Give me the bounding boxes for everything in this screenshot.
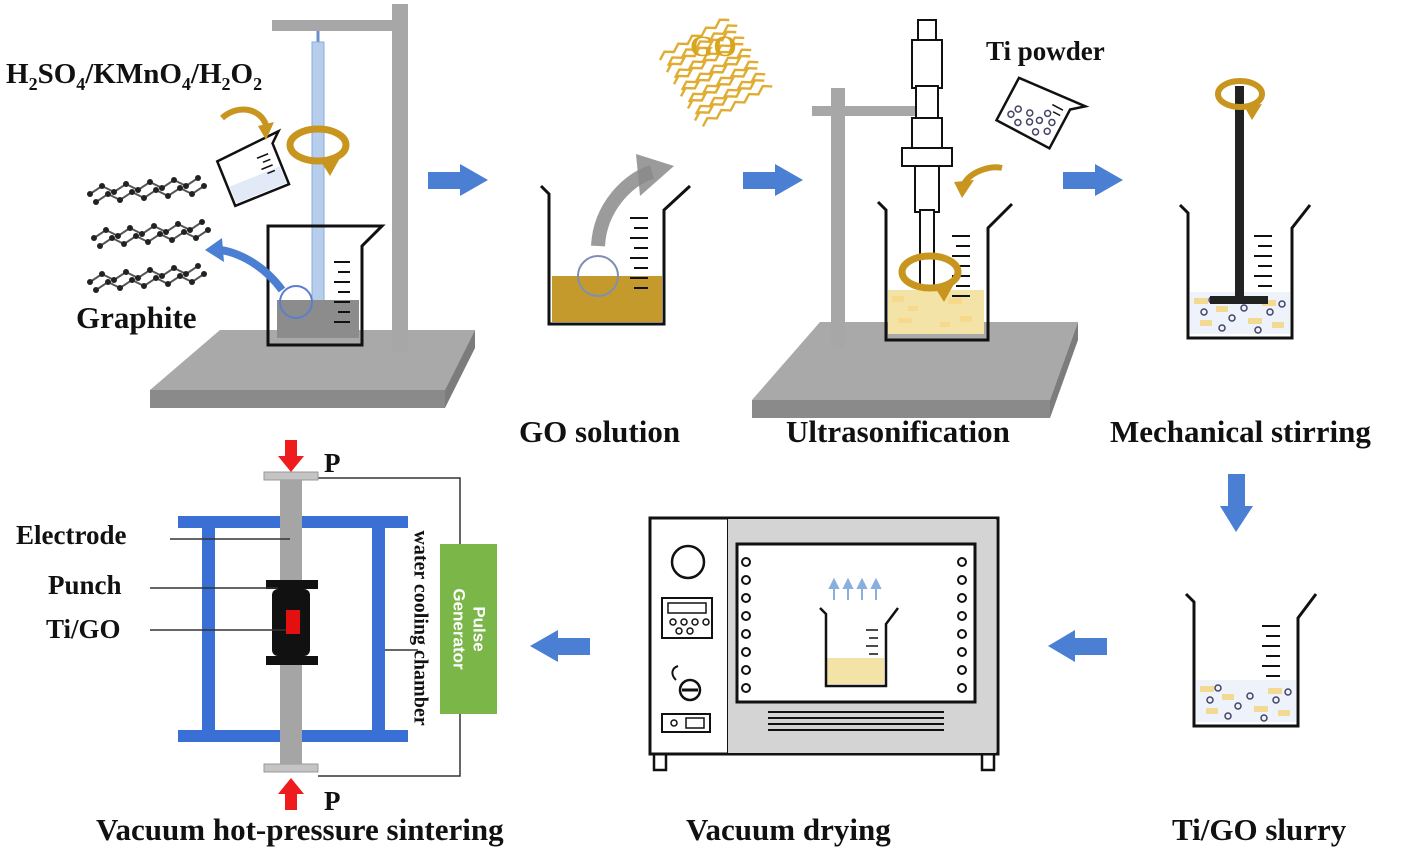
oxidation-setup: [86, 4, 475, 408]
flow-arrow-down: [1220, 474, 1253, 532]
vacuum-drying-caption: Vacuum drying: [686, 812, 891, 847]
slurry-caption: Ti/GO slurry: [1172, 812, 1347, 847]
pulse-label-line2: Generator: [449, 588, 469, 670]
water-cooling-chamber-label: water cooling chamber: [409, 530, 432, 726]
sintering-press: [150, 440, 461, 810]
ultrasonification-setup: [752, 19, 1090, 418]
flow-arrow-3: [1063, 164, 1123, 196]
pressure-top-label: P: [324, 448, 341, 478]
flow-arrow-1: [428, 164, 488, 196]
electrode-label: Electrode: [16, 520, 127, 550]
mechanical-stirring-beaker: [1178, 78, 1312, 340]
go-label: GO: [690, 30, 737, 63]
flow-arrow-6: [530, 630, 590, 662]
slurry-beaker: [1184, 592, 1318, 728]
pulse-label-line1: Pulse: [469, 606, 489, 652]
sintering-caption: Vacuum hot-pressure sintering: [96, 812, 504, 847]
graphite-label: Graphite: [76, 300, 197, 335]
pressure-bottom-label: P: [324, 786, 341, 816]
flow-arrow-2: [743, 164, 803, 196]
go-solution-caption: GO solution: [519, 414, 681, 449]
ti-go-label: Ti/GO: [46, 614, 121, 644]
reagents-label: H2SO4/KMnO4/H2O2: [6, 58, 263, 94]
go-solution-beaker: [539, 12, 774, 326]
flow-arrow-5: [1048, 630, 1107, 662]
punch-label: Punch: [48, 570, 122, 600]
pulse-generator: Pulse Generator: [440, 544, 497, 714]
vacuum-oven: [648, 516, 1000, 772]
ti-powder-label: Ti powder: [986, 36, 1105, 66]
mechanical-stirring-caption: Mechanical stirring: [1110, 414, 1371, 449]
ultrasonification-caption: Ultrasonification: [786, 414, 1010, 449]
